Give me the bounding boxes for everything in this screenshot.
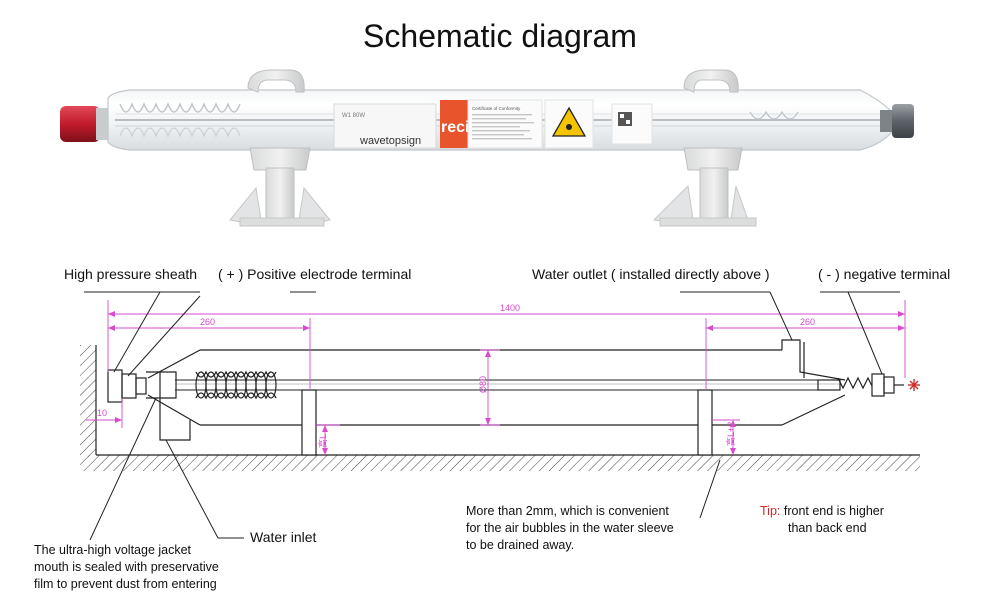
leader-lines: [84, 291, 900, 541]
model-text: W1 80W: [342, 113, 365, 119]
inner-tube: [175, 379, 840, 391]
callout-water-outlet: Water outlet ( installed directly above …: [532, 266, 770, 282]
jacket-seal-note: The ultra-high voltage jacket mouth is s…: [34, 542, 219, 593]
callout-high-pressure-sheath: High pressure sheath: [64, 266, 198, 282]
laser-tube-photo: W1 80W wavetopsign reci Certificate of C…: [60, 69, 914, 227]
bubble-note-line-3: to be drained away.: [466, 538, 575, 552]
ground-hatching: [80, 345, 920, 471]
bubble-drain-note: More than 2mm, which is convenient for t…: [466, 503, 674, 554]
dim-height-left: 高L: [317, 434, 328, 448]
grey-end-cap: [880, 104, 914, 138]
laser-warning-icon: [551, 106, 587, 137]
dim-left-support: 260: [200, 317, 215, 327]
red-end-cap: [60, 106, 110, 142]
water-jacket: [147, 339, 846, 426]
jacket-seal-line-2: mouth is sealed with preservative: [34, 560, 219, 574]
dim-right-support: 260: [800, 317, 815, 327]
right-support: [697, 389, 713, 456]
dimension-arrows: [108, 311, 905, 455]
schematic-drawing: 1400 260 260 10 Ø80 高L 高L+2: [80, 291, 920, 541]
left-mount-bracket: [229, 69, 331, 227]
tip-line-2: than back end: [788, 521, 867, 535]
bubble-note-line-1: More than 2mm, which is convenient: [466, 504, 669, 518]
callout-water-inlet: Water inlet: [250, 529, 317, 545]
tube-label-panel: W1 80W wavetopsign reci Certificate of C…: [333, 99, 653, 149]
dim-height-right: 高L+2: [725, 422, 736, 446]
jacket-seal-line-3: film to prevent dust from entering: [34, 577, 217, 591]
dim-end-offset: 10: [97, 408, 107, 418]
tip-key: Tip:: [760, 504, 781, 518]
brand-text: wavetopsign: [359, 135, 421, 147]
right-mount-bracket: [652, 69, 757, 227]
right-electrode: [817, 373, 904, 397]
tip-note: Tip: front end is higher than back end: [760, 503, 884, 537]
dimension-lines: [86, 300, 906, 455]
page-title: Schematic diagram: [363, 18, 637, 54]
callout-positive-terminal: ( + ) Positive electrode terminal: [218, 266, 412, 282]
jacket-seal-line-1: The ultra-high voltage jacket: [34, 543, 192, 557]
left-electrode-housing: [107, 369, 191, 441]
tip-line-1: front end is higher: [783, 504, 884, 518]
dim-total-length: 1400: [500, 303, 520, 313]
dim-diameter: Ø80: [478, 376, 488, 393]
laser-output-icon: [908, 379, 920, 391]
callout-negative-terminal: ( - ) negative terminal: [818, 266, 951, 282]
left-support: [301, 389, 317, 456]
bubble-note-line-2: for the air bubbles in the water sleeve: [466, 521, 674, 535]
left-coil: [195, 370, 277, 400]
label-heading: Certificate of Conformity: [472, 106, 521, 111]
reci-logo: reci: [441, 119, 469, 136]
left-coil-loops: [195, 371, 277, 399]
